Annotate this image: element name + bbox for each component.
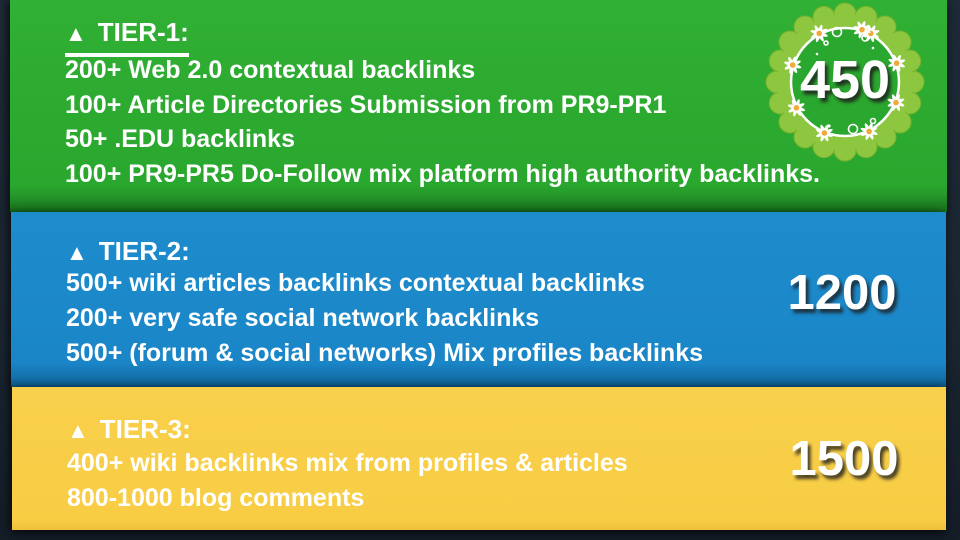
tier-2-item: 200+ very safe social network backlinks xyxy=(66,304,540,332)
triangle-icon: ▲ xyxy=(66,240,88,265)
tier-1-title: TIER-1: xyxy=(97,17,189,47)
tier-1-heading: ▲ TIER-1: xyxy=(65,17,189,57)
sparkle-circles xyxy=(823,26,877,135)
tier-3-heading: ▲ TIER-3: xyxy=(67,414,191,446)
sparkle-dots xyxy=(815,26,880,136)
tier-2-band: ▲ TIER-2: 500+ wiki articles backlinks co… xyxy=(11,212,946,387)
triangle-icon: ▲ xyxy=(65,21,87,46)
flower-badge-graphic xyxy=(765,2,925,162)
tier-1-count: 450 xyxy=(799,50,891,110)
tier-1-item: 100+ Article Directories Submission from… xyxy=(65,90,667,119)
badge-inner-circle xyxy=(789,26,901,138)
tier-3-band: ▲ TIER-3: 400+ wiki backlinks mix from pr… xyxy=(12,387,946,530)
tier-3-item: 800-1000 blog comments xyxy=(67,484,365,512)
tier-2-item: 500+ wiki articles backlinks contextual … xyxy=(66,269,645,297)
tier-2-title: TIER-2: xyxy=(98,236,190,266)
tier-1-item: 100+ PR9-PR5 Do-Follow mix platform high… xyxy=(65,159,821,188)
flower-count-badge: 450 xyxy=(765,2,925,162)
tier-2-heading: ▲ TIER-2: xyxy=(66,236,190,268)
tier-2-count: 1200 xyxy=(787,266,897,320)
tier-2-items: 500+ wiki articles backlinks contextual … xyxy=(66,266,703,371)
tier-1-item: 50+ .EDU backlinks xyxy=(65,125,295,153)
tier-3-item: 400+ wiki backlinks mix from profiles & … xyxy=(67,449,628,477)
tier-3-items: 400+ wiki backlinks mix from profiles & … xyxy=(67,446,628,516)
tier-1-item: 200+ Web 2.0 contextual backlinks xyxy=(65,56,476,84)
tier-1-items: 200+ Web 2.0 contextual backlinks 100+ A… xyxy=(65,53,820,191)
tier-3-count: 1500 xyxy=(789,432,899,486)
tier-3-title: TIER-3: xyxy=(99,414,191,444)
tier-2-item: 500+ (forum & social networks) Mix profi… xyxy=(66,339,704,367)
triangle-icon: ▲ xyxy=(67,418,89,443)
